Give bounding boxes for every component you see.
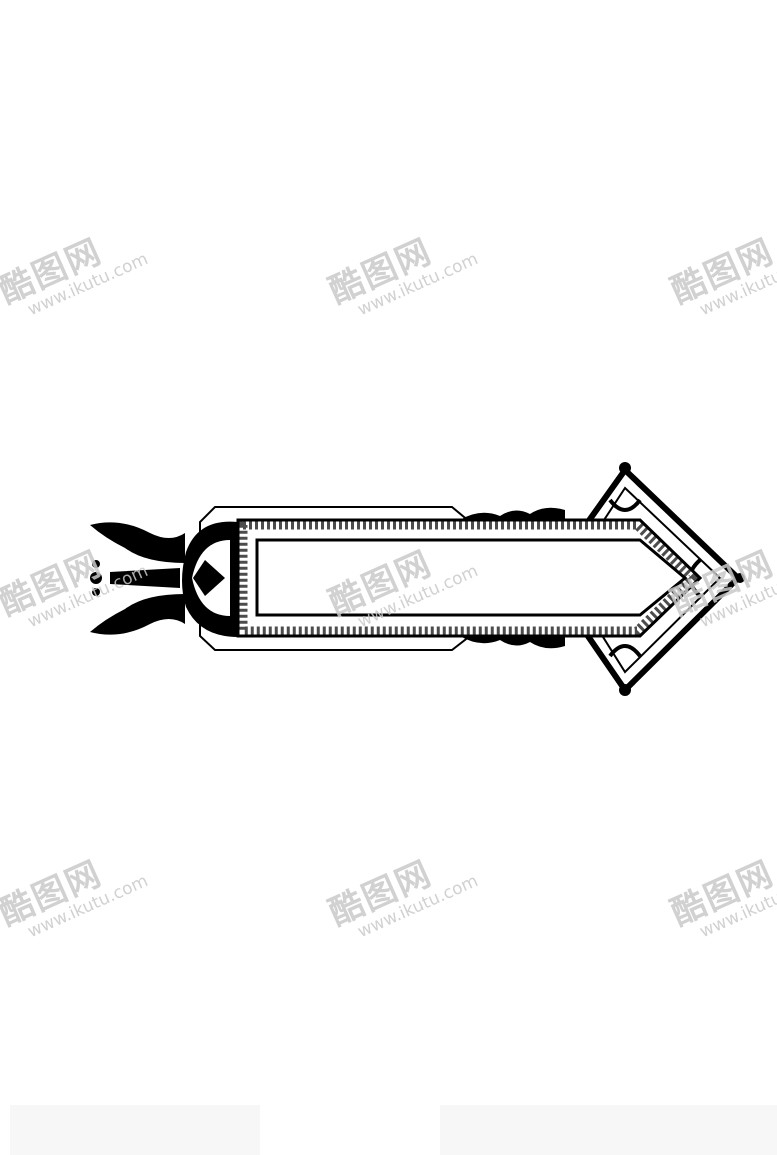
faint-band xyxy=(10,1105,260,1155)
left-ornament xyxy=(90,521,238,637)
arrow-inner-panel xyxy=(255,538,688,617)
faint-band xyxy=(440,1105,777,1155)
